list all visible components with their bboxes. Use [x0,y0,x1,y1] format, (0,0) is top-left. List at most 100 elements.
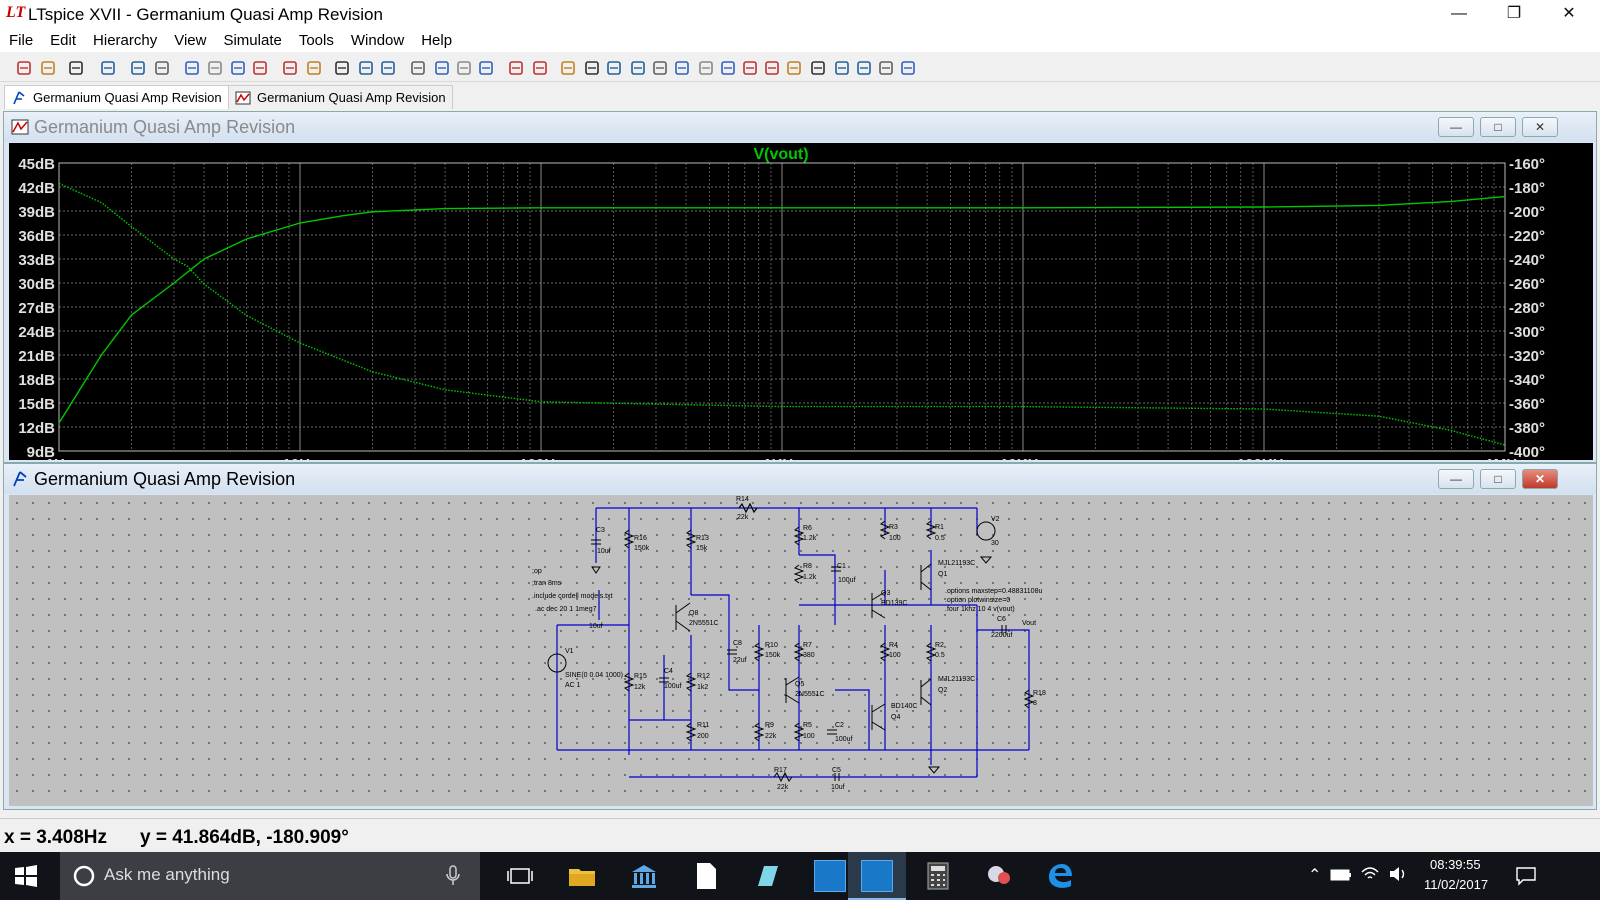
diode-icon[interactable] [696,58,716,78]
ltspice-xvii-task-active[interactable] [848,852,906,900]
wire-icon[interactable] [558,58,578,78]
close-button[interactable]: ✕ [1562,5,1576,22]
menu-edit[interactable]: Edit [50,32,77,49]
menu-hierarchy[interactable]: Hierarchy [93,32,158,49]
minimize-button[interactable]: — [1451,5,1467,22]
schematic-wires [556,507,1030,778]
component-icon[interactable] [718,58,738,78]
menu-window[interactable]: Window [350,32,405,49]
label-q8: Q8 [689,610,698,617]
move-icon[interactable] [740,58,760,78]
undo-icon[interactable] [784,58,804,78]
waveform-maximize-button[interactable]: □ [1480,117,1516,137]
run-icon[interactable] [128,58,148,78]
plot-settings-icon[interactable] [304,58,324,78]
wifi-icon[interactable] [1360,865,1380,883]
menu-file[interactable]: File [9,32,34,49]
clock-time[interactable]: 08:39:55 [1430,857,1481,872]
magnitude-trace[interactable] [58,195,1506,424]
y-left-tick: 33dB [18,252,55,269]
paste-icon[interactable] [454,58,474,78]
microphone-icon[interactable] [446,865,460,887]
waveform-close-button[interactable]: ✕ [1522,117,1558,137]
mirror-icon[interactable] [854,58,874,78]
glass-app-icon[interactable] [752,860,784,892]
zoom-in-icon[interactable] [182,58,202,78]
halt-icon[interactable] [152,58,172,78]
resistor-icon[interactable] [628,58,648,78]
restore-button[interactable]: ❐ [1506,5,1522,22]
value-r3: 100 [889,535,901,542]
new-schematic-icon[interactable] [14,58,34,78]
document-icon[interactable] [690,860,722,892]
redo-icon[interactable] [808,58,828,78]
rotate-icon[interactable] [832,58,852,78]
text-icon[interactable] [876,58,896,78]
show-hidden-icons-icon[interactable]: ⌃ [1308,867,1322,884]
waveform-minimize-button[interactable]: — [1438,117,1474,137]
ltspice-iv-icon[interactable] [814,860,846,892]
trace-label[interactable]: V(vout) [753,146,808,163]
schematic-drawing[interactable]: R14 22k C3 10uf R16 150k R13 15k R6 1.2k… [9,495,1593,806]
value-r17: 22k [777,784,789,791]
menu-view[interactable]: View [174,32,207,49]
save-icon[interactable] [66,58,86,78]
copy-icon[interactable] [432,58,452,78]
tab-schematic[interactable]: Germanium Quasi Amp Revision [4,85,229,109]
snipping-tool-icon[interactable] [984,860,1016,892]
schematic-maximize-button[interactable]: □ [1480,469,1516,489]
volume-icon[interactable] [1388,865,1408,883]
y-left-tick: 24dB [18,324,55,341]
phase-trace[interactable] [58,182,1506,446]
print-icon[interactable] [530,58,550,78]
value-r2: 0.5 [935,652,945,659]
schematic-close-button[interactable]: ✕ [1522,469,1558,489]
menu-simulate[interactable]: Simulate [223,32,282,49]
schematic-minimize-button[interactable]: — [1438,469,1474,489]
zoom-out-icon[interactable] [228,58,248,78]
ground-icon[interactable] [582,58,602,78]
cursor-y-readout: y = 41.864dB, -180.909° [140,827,349,848]
y-left-tick: 12dB [18,420,55,437]
label-r17: R17 [774,767,787,774]
open-icon[interactable] [38,58,58,78]
calculator-icon[interactable] [922,860,954,892]
file-explorer-icon[interactable] [566,860,598,892]
value-r6: 1.2k [803,535,817,542]
schematic-canvas[interactable]: R14 22k C3 10uf R16 150k R13 15k R6 1.2k… [9,495,1593,806]
library-icon[interactable] [628,860,660,892]
menu-tools[interactable]: Tools [298,32,334,49]
y-left-tick: 30dB [18,276,55,293]
cut-icon[interactable] [408,58,428,78]
action-center-icon[interactable] [1515,866,1537,886]
edge-browser-icon[interactable] [1044,860,1076,892]
y-right-tick: -180° [1509,180,1545,197]
print-setup-icon[interactable] [506,58,526,78]
drag-icon[interactable] [762,58,782,78]
inductor-icon[interactable] [672,58,692,78]
control-panel-icon[interactable] [98,58,118,78]
windows-start-icon[interactable] [14,864,38,888]
tile-horizontal-icon[interactable] [332,58,352,78]
battery-icon[interactable] [1330,868,1352,882]
label-net-icon[interactable] [604,58,624,78]
clock-date[interactable]: 11/02/2017 [1424,877,1489,892]
menu-help[interactable]: Help [421,32,453,49]
capacitor-icon[interactable] [650,58,670,78]
find-icon[interactable] [476,58,496,78]
label-c5: C5 [832,767,841,774]
task-view-icon[interactable] [504,860,536,892]
search-box[interactable]: Ask me anything [60,852,480,900]
tile-vertical-icon[interactable] [356,58,376,78]
cascade-icon[interactable] [378,58,398,78]
tab-waveform[interactable]: Germanium Quasi Amp Revision [228,85,453,109]
zoom-fit-icon[interactable] [250,58,270,78]
schematic-window-titlebar: Germanium Quasi Amp Revision — □ ✕ [4,464,1596,494]
value-r12: 1k2 [697,684,708,691]
autorange-icon[interactable] [280,58,300,78]
spice-directive-icon[interactable] [898,58,918,78]
pan-icon[interactable] [205,58,225,78]
label-q1: Q1 [938,571,947,578]
bode-plot[interactable]: 45dB42dB39dB36dB33dB30dB27dB24dB21dB18dB… [9,143,1593,473]
